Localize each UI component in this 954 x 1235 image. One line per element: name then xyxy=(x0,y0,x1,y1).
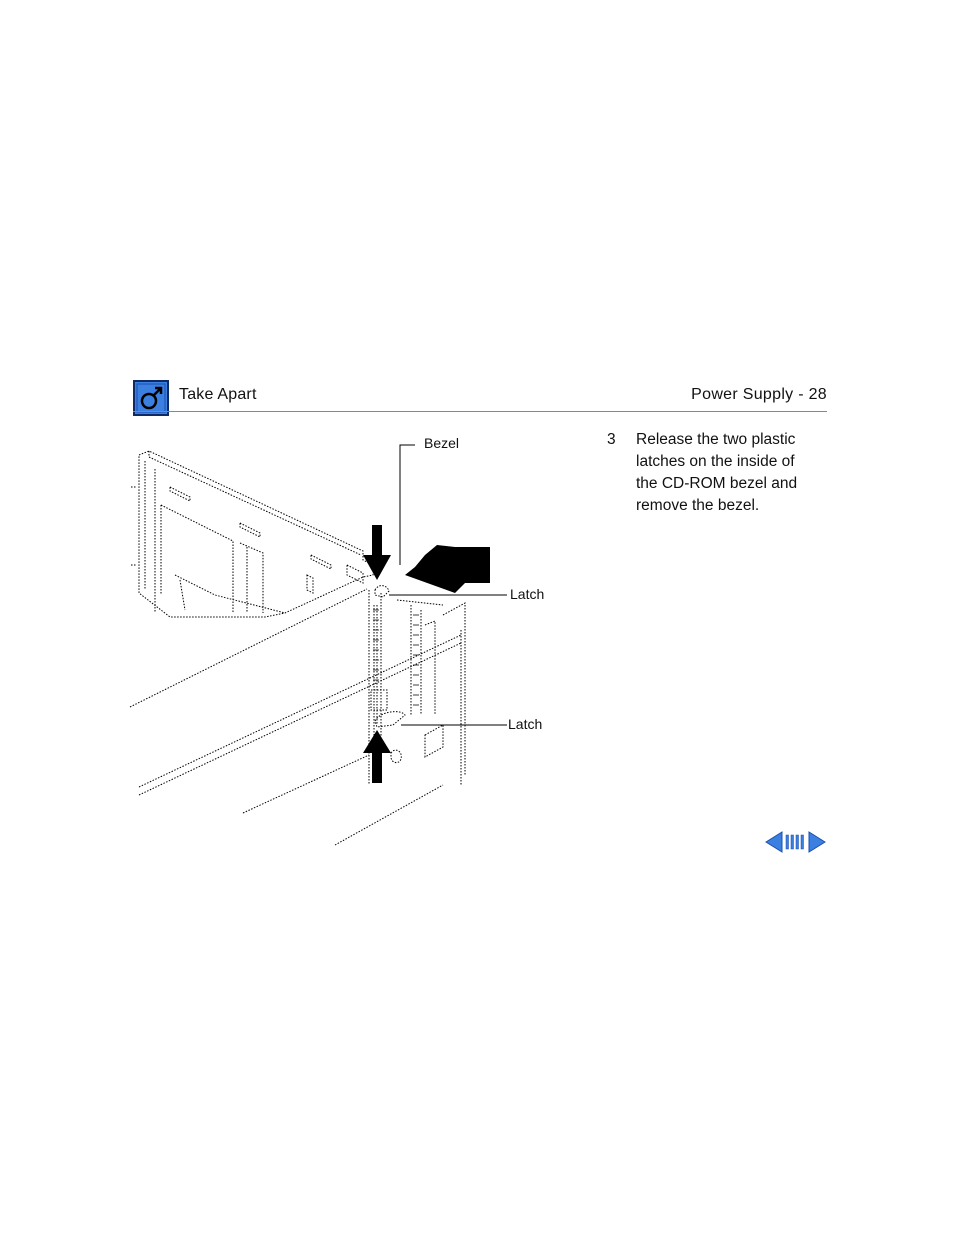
step-text: Release the two plastic latches on the i… xyxy=(636,429,826,517)
left-arrow-icon[interactable] xyxy=(764,830,784,854)
page-title: Power Supply - 28 xyxy=(691,386,827,403)
step-line: the CD-ROM bezel and xyxy=(636,475,798,492)
step-line: Release the two plastic xyxy=(636,431,796,448)
step-line: remove the bezel. xyxy=(636,497,760,514)
callout-latch-bottom: Latch xyxy=(508,716,543,732)
callout-bezel: Bezel xyxy=(424,435,460,451)
step-number: 3 xyxy=(607,431,616,448)
bezel-latch-illustration: Bezel Latch Latch xyxy=(125,425,565,855)
header-divider xyxy=(133,411,827,412)
illustration-drawing xyxy=(129,444,507,846)
macintosh-service-logo-icon xyxy=(133,380,169,416)
page-header: Take Apart Power Supply - 28 xyxy=(133,380,827,416)
callout-latch-top: Latch xyxy=(510,586,545,602)
section-title: Take Apart xyxy=(179,386,257,403)
right-arrow-icon[interactable] xyxy=(807,830,827,854)
step-line: latches on the inside of xyxy=(636,453,795,470)
toc-bars-icon[interactable] xyxy=(785,830,805,854)
page-navigation xyxy=(764,830,828,854)
